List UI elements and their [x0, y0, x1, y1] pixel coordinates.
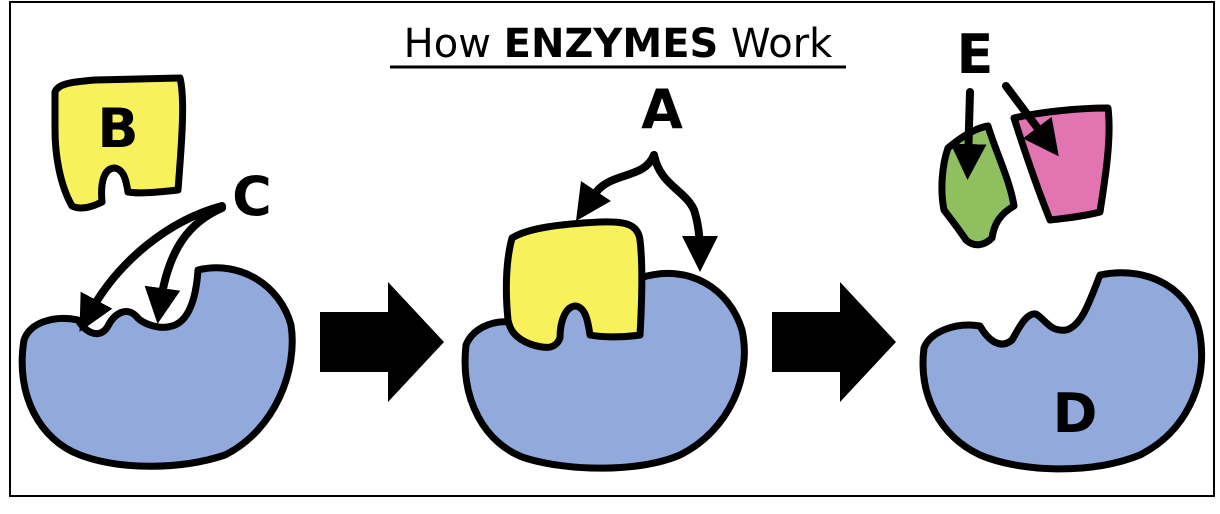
arrow-a-left — [576, 151, 658, 221]
arrow-a-right — [650, 151, 718, 272]
arrow-c-left — [79, 202, 226, 332]
label-d: D — [1053, 382, 1098, 445]
enzyme-shape-3 — [919, 269, 1206, 473]
label-c: C — [232, 165, 272, 228]
title-suffix: Work — [718, 21, 833, 67]
process-arrow-1 — [320, 282, 444, 402]
arrow-e-left — [950, 88, 987, 180]
arrow-e-right — [1002, 82, 1059, 157]
label-b: B — [97, 97, 138, 160]
title-prefix: How — [404, 21, 504, 67]
page-title: How ENZYMES Work — [404, 21, 834, 67]
substrate-bound — [502, 218, 646, 351]
title-emphasis: ENZYMES — [504, 21, 719, 67]
process-arrow-2 — [772, 282, 896, 402]
label-e: E — [957, 23, 994, 86]
arrow-c-right — [144, 204, 226, 324]
substrate-b — [51, 74, 187, 212]
label-a: A — [641, 78, 683, 141]
